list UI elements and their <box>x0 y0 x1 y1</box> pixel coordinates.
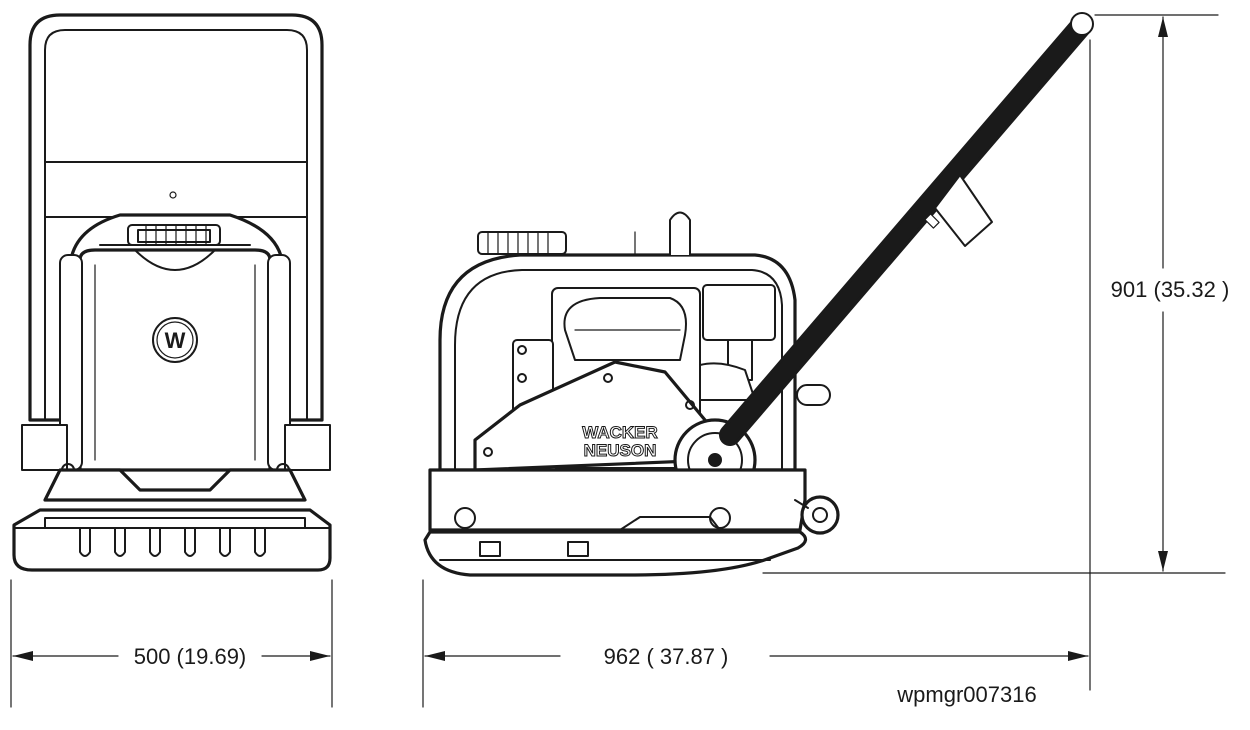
length-dimension-label: 962 ( 37.87 ) <box>604 644 729 669</box>
figure-reference-id: wpmgr007316 <box>896 682 1036 707</box>
belt-guard <box>473 360 717 472</box>
brand-label-line1: WACKER <box>582 423 658 442</box>
width-dimension-label: 500 (19.69) <box>134 644 247 669</box>
front-view: W <box>12 13 332 572</box>
guide-handle <box>719 12 1094 446</box>
height-dimension-label: 901 (35.32 ) <box>1111 277 1230 302</box>
brand-label-line2: NEUSON <box>584 441 657 460</box>
front-logo-letter: W <box>165 328 186 353</box>
side-view: WACKER NEUSON <box>423 12 1094 577</box>
front-logo-circle <box>152 317 198 363</box>
dimension-lines <box>10 14 1226 708</box>
